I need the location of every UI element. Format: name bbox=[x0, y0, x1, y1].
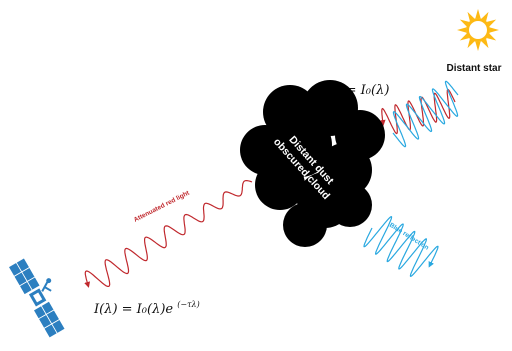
sun-icon bbox=[457, 9, 499, 51]
attenuated-red-wave bbox=[84, 180, 253, 288]
dust-cloud bbox=[240, 80, 385, 247]
sun-ray bbox=[459, 33, 470, 41]
sun-ray bbox=[486, 33, 497, 41]
satellite-icon bbox=[7, 257, 66, 339]
attenuated-label: Attenuated red light bbox=[133, 189, 192, 223]
attenuated-equation: I(λ) = I₀(λ)e (−τλ) bbox=[93, 300, 200, 317]
sun-ray bbox=[481, 11, 489, 22]
sun-ray bbox=[467, 38, 475, 49]
sun-ray bbox=[486, 19, 497, 27]
sun-ray bbox=[481, 38, 489, 49]
sun-ray bbox=[457, 27, 467, 33]
sun-ray bbox=[475, 9, 481, 19]
sun-ray bbox=[459, 19, 470, 27]
sun-ray bbox=[467, 11, 475, 22]
attenuated-equation-exponent: (−τλ) bbox=[177, 300, 199, 309]
incoming-blue-wave bbox=[392, 80, 459, 148]
blue-reflection-wave bbox=[363, 216, 439, 277]
star-label: Distant star bbox=[446, 63, 501, 74]
sun-ray bbox=[489, 27, 499, 33]
attenuated-equation-base: I(λ) = I₀(λ)e bbox=[93, 302, 173, 317]
sun-ray bbox=[475, 41, 481, 51]
incoming-red-wave bbox=[379, 88, 456, 135]
